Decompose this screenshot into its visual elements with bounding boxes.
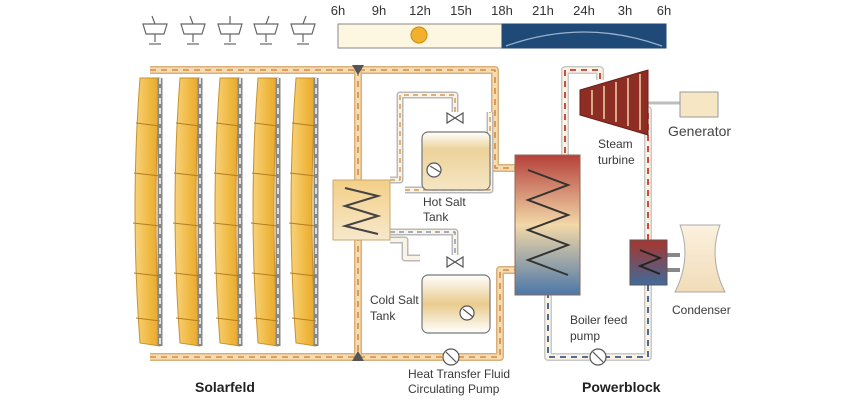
- tick-label: 12h: [409, 3, 431, 18]
- labels: Hot Salt Tank Cold Salt Tank Steam turbi…: [195, 123, 731, 396]
- heliostat-icon: [142, 15, 168, 45]
- solar-collector-row: [250, 77, 281, 347]
- storage-heat-exchanger: [332, 179, 391, 241]
- night-arc: [505, 31, 663, 47]
- cold-tank-label: Cold Salt: [370, 293, 419, 307]
- sun-icon: [410, 26, 428, 44]
- htf-pump-label: Heat Transfer Fluid: [408, 367, 510, 381]
- heliostat-icon: [253, 15, 279, 45]
- htf-circulating-pump: [442, 348, 460, 366]
- heliostat-icon: [290, 15, 316, 45]
- boiler-feed-pump: [589, 348, 607, 366]
- hot-tank-label: Tank: [423, 210, 449, 224]
- heat-exchanger-coil-icon: [525, 169, 571, 276]
- pipe-top-header: [150, 66, 515, 172]
- solar-collector-row: [132, 77, 163, 347]
- boiler-feed-pump-label: pump: [570, 329, 600, 343]
- solar-collector-rows: [132, 77, 319, 347]
- timeline: 6h 9h 12h 15h 18h 21h 24h 3h 6h: [331, 3, 671, 49]
- generator-label: Generator: [668, 123, 731, 139]
- steam-generator: [514, 154, 581, 296]
- tick-label: 6h: [331, 3, 345, 18]
- solarfield-label: Solarfeld: [195, 379, 255, 395]
- cold-salt-tank: [421, 255, 491, 334]
- condenser-tower: [674, 224, 726, 293]
- solar-collector-row: [288, 77, 319, 347]
- cooling-pipes: [667, 253, 680, 272]
- heat-exchanger-coil-icon: [341, 187, 382, 235]
- tick-label: 15h: [450, 3, 472, 18]
- cold-tank-label: Tank: [370, 309, 396, 323]
- hot-salt-tank: [421, 111, 491, 191]
- solar-collector-row: [212, 77, 243, 347]
- tick-label: 3h: [618, 3, 632, 18]
- heliostat-icons: [142, 15, 316, 45]
- heliostat-icon: [217, 16, 243, 45]
- tick-label: 9h: [372, 3, 386, 18]
- tick-label: 18h: [491, 3, 513, 18]
- tick-label: 24h: [573, 3, 595, 18]
- timeline-night-bar: [501, 23, 667, 49]
- htf-pump-label: Circulating Pump: [408, 382, 500, 396]
- valve-icon: [446, 111, 464, 125]
- pump-icon: [426, 162, 442, 178]
- steam-turbine-label: Steam: [598, 137, 633, 151]
- boiler-feed-pump-label: Boiler feed: [570, 313, 627, 327]
- heat-exchanger-coil-icon: [637, 249, 663, 275]
- timeline-ticks: 6h 9h 12h 15h 18h 21h 24h 3h 6h: [331, 3, 671, 18]
- powerblock-label: Powerblock: [582, 379, 661, 395]
- solar-collector-row: [172, 77, 203, 347]
- valve-icon: [446, 255, 464, 269]
- tick-label: 21h: [532, 3, 554, 18]
- heliostat-icon: [180, 15, 206, 45]
- steam-turbine: [579, 69, 649, 136]
- steam-turbine-label: turbine: [598, 153, 635, 167]
- hot-tank-label: Hot Salt: [423, 195, 466, 209]
- tick-label: 6h: [657, 3, 671, 18]
- generator-box: [679, 91, 719, 118]
- condenser-heat-exchanger: [629, 239, 668, 286]
- pipe-bottom-header: [150, 266, 515, 361]
- pump-icon: [459, 305, 475, 321]
- flow-arrows: [352, 65, 364, 361]
- condenser-label: Condenser: [672, 303, 731, 317]
